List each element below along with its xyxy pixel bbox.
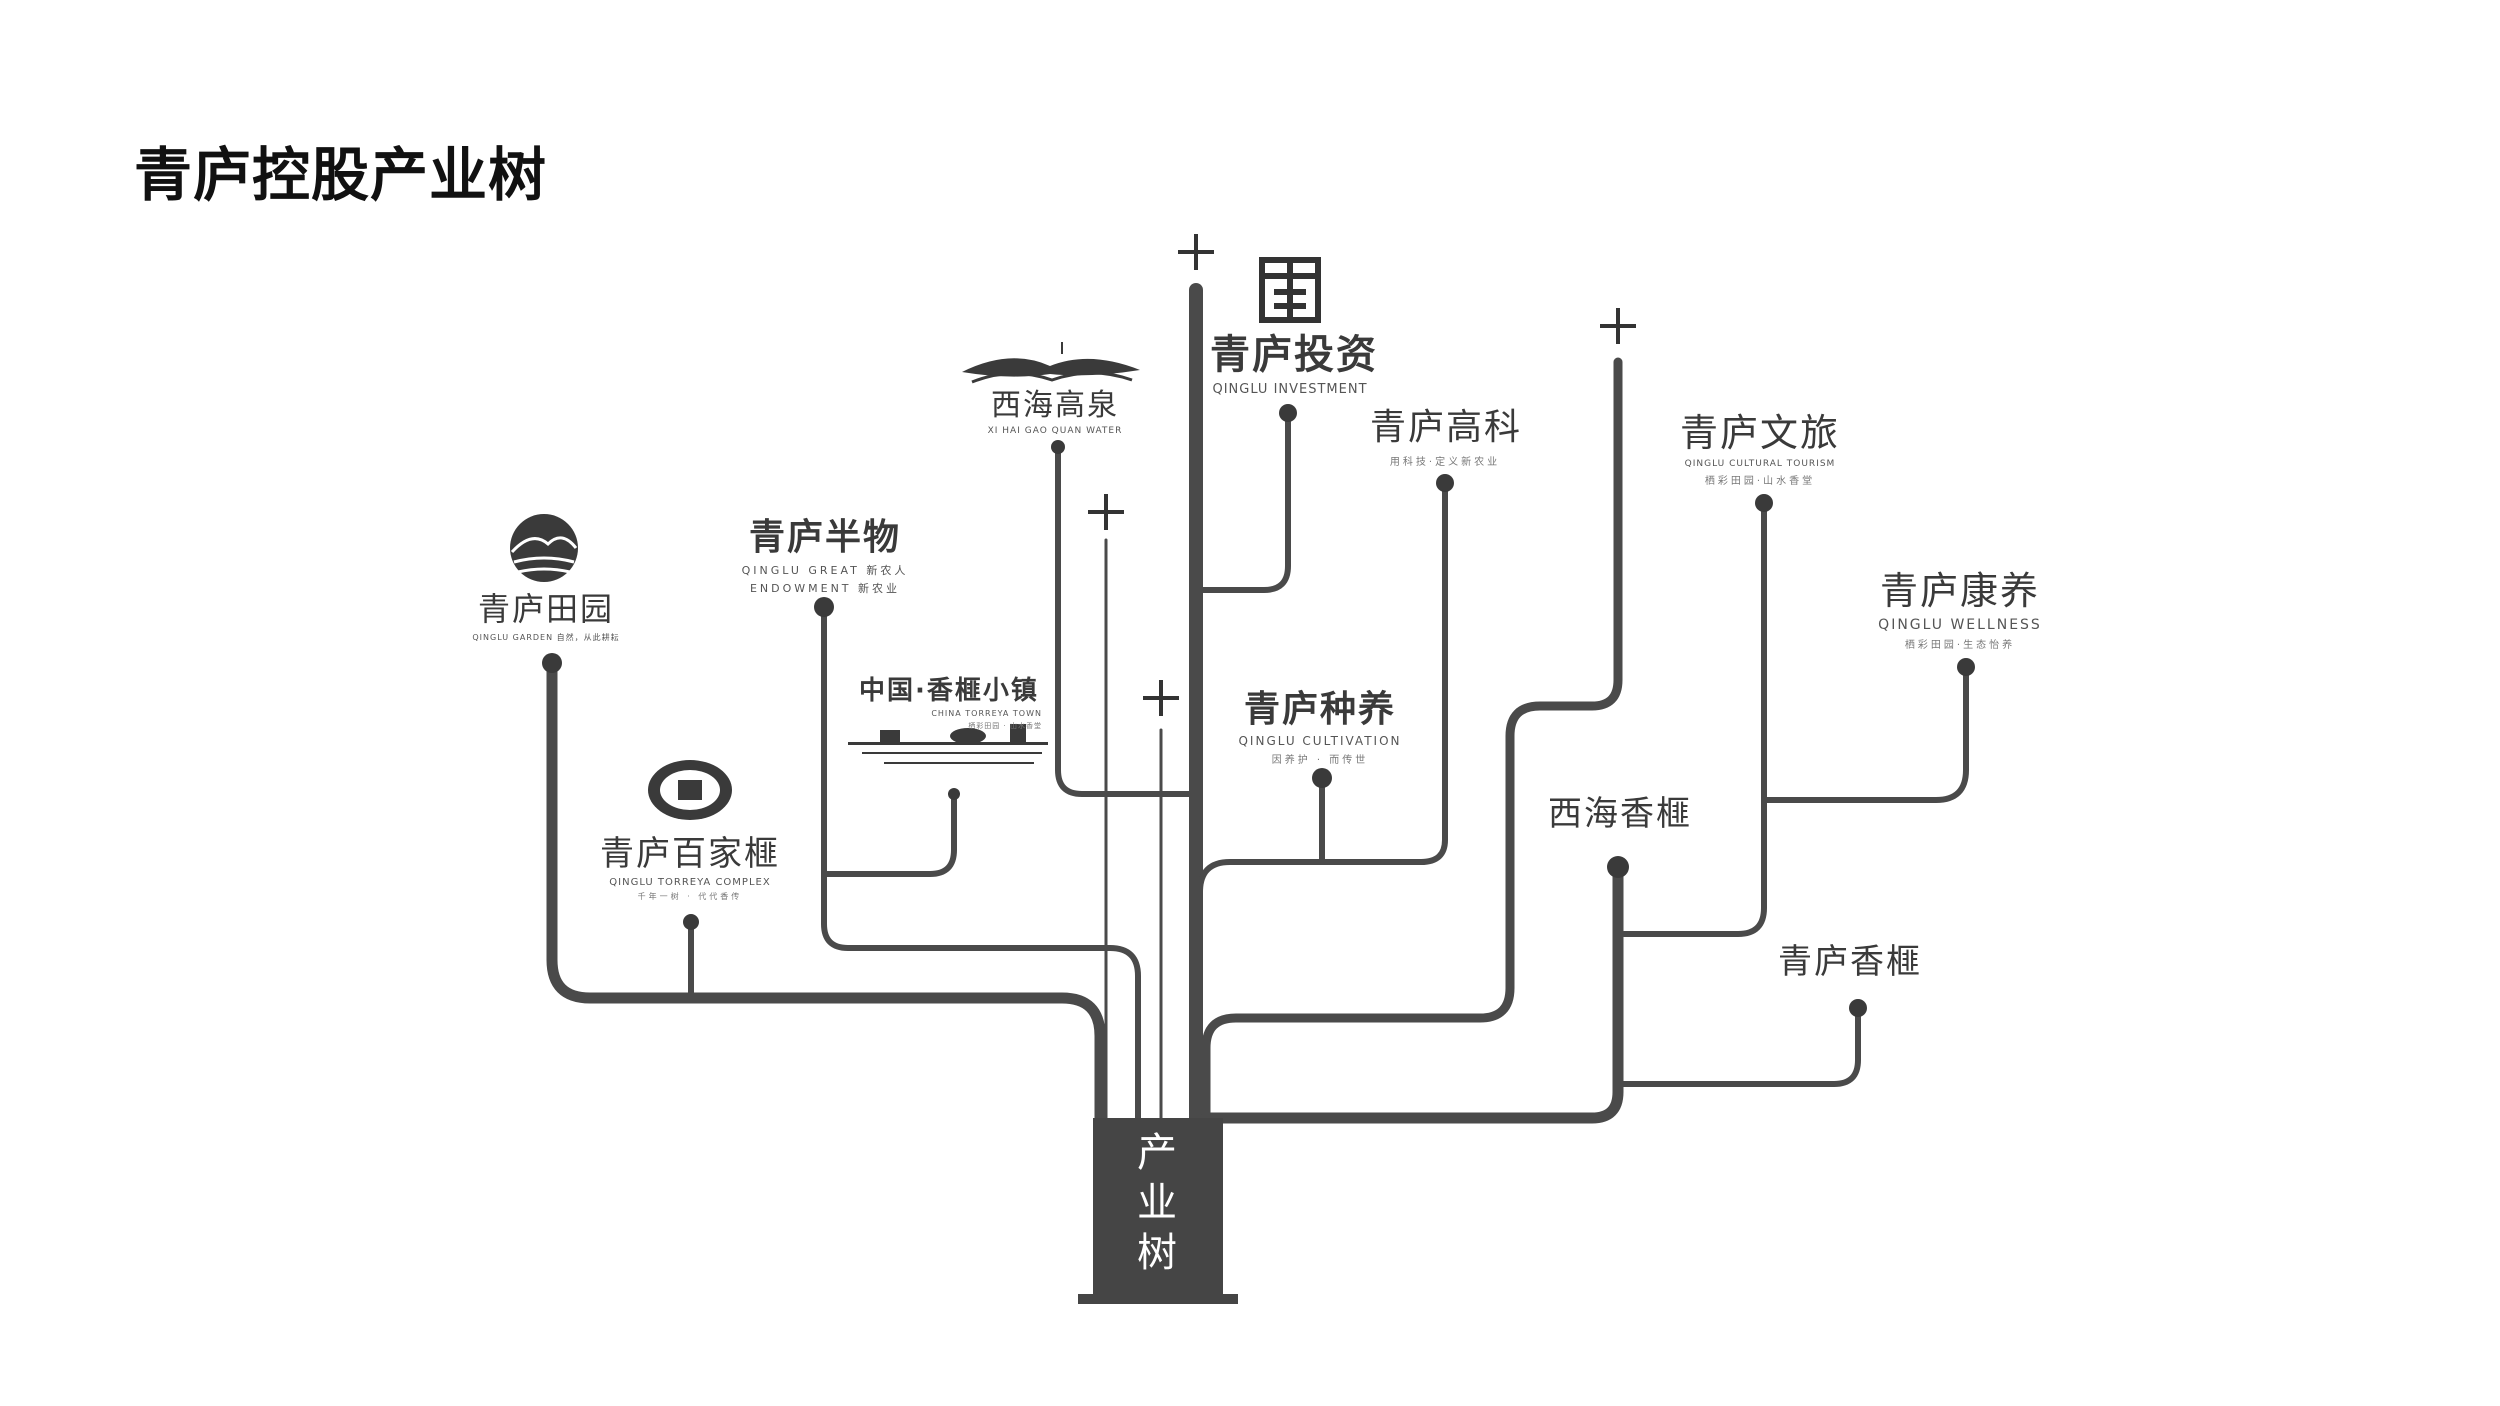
- brand-gaoke-sub: 用科技·定义新农业: [1389, 457, 1501, 468]
- brand-xiaozhen: 中国·香榧小镇 CHINA TORREYA TOWN 栖彩田园 · 山水香堂: [856, 670, 1042, 731]
- branch-kangyang: [1761, 664, 1969, 803]
- mountain-logo-icon: [510, 514, 578, 582]
- node-dot: [683, 914, 699, 930]
- branch-wenlv: [1621, 500, 1767, 937]
- brand-baijiafei-cn: 青庐百家榧: [600, 834, 780, 874]
- trunk-label: 产 业 树: [1097, 1128, 1217, 1278]
- node-dot: [542, 653, 562, 673]
- trunk-base-foot: [1078, 1294, 1238, 1304]
- trunk-char-2: 业: [1137, 1180, 1177, 1226]
- village-landscape-icon: [848, 724, 1048, 764]
- branch-investment: [1193, 410, 1291, 593]
- plus-icon-group: [1088, 234, 1636, 716]
- brand-baijiafei-en: QINGLU TORREYA COMPLEX: [609, 877, 771, 888]
- brand-xiaozhen-cn: 中国·香榧小镇: [859, 676, 1039, 706]
- brand-xihaifei-cn: 西海香榧: [1548, 794, 1692, 834]
- brand-gaoquan: 西海高泉 XI HAI GAO QUAN WATER: [980, 380, 1130, 436]
- brand-xiaozhen-en: CHINA TORREYA TOWN: [931, 709, 1042, 718]
- brand-kangyang: 青庐康养 QINGLU WELLNESS 栖彩田园·生态怡养: [1860, 560, 2060, 651]
- plus-icon: [1178, 234, 1214, 270]
- brand-zhongyang: 青庐种养 QINGLU CULTIVATION 因养护 · 而传世: [1225, 680, 1415, 766]
- node-dot: [1849, 999, 1867, 1017]
- branch-xihaifei: [1200, 861, 1624, 1124]
- branch-tianyuan: [546, 657, 1106, 1124]
- brand-xihaifei: 西海香榧: [1540, 786, 1700, 835]
- brand-qinglufei-cn: 青庐香榧: [1778, 942, 1922, 982]
- brand-wenlv: 青庐文旅 QINGLU CULTURAL TOURISM 栖彩田园·山水香堂: [1660, 402, 1860, 487]
- node-dot-group: [542, 404, 1975, 1017]
- brand-wuwu-en: QINGLU GREAT 新农人: [741, 564, 909, 577]
- plus-icon: [1143, 680, 1179, 716]
- trunk-base-box: [1093, 1118, 1223, 1300]
- brand-wuwu-en2: ENDOWMENT 新农业: [749, 582, 901, 595]
- trunk-char-3: 树: [1137, 1230, 1177, 1276]
- plus-icon: [1088, 494, 1124, 530]
- plus-icon: [1600, 308, 1636, 344]
- wave-logo-icon: [962, 342, 1140, 384]
- node-dot: [814, 597, 834, 617]
- node-dot: [948, 788, 960, 800]
- seal-logo-icon: [648, 760, 732, 820]
- node-dot: [1436, 474, 1454, 492]
- node-dot: [1051, 440, 1065, 454]
- brand-gaoquan-en: XI HAI GAO QUAN WATER: [987, 426, 1123, 436]
- brand-investment-en: QINGLU INVESTMENT: [1212, 382, 1368, 397]
- node-dot: [1312, 768, 1332, 788]
- brand-tianyuan-cn: 青庐田园: [477, 590, 614, 628]
- brand-kangyang-cn: 青庐康养: [1879, 569, 2040, 613]
- brand-xiaozhen-sub: 栖彩田园 · 山水香堂: [968, 722, 1042, 730]
- brand-baijiafei-sub: 千年一树 · 代代香传: [637, 892, 743, 901]
- brand-zhongyang-cn: 青庐种养: [1243, 689, 1396, 730]
- qinglu-frame-logo-icon: [1259, 257, 1321, 323]
- brand-gaoke-cn: 青庐高科: [1370, 407, 1523, 448]
- brand-wenlv-en: QINGLU CULTURAL TOURISM: [1684, 459, 1836, 469]
- branch-gaoke: [1197, 480, 1448, 895]
- branch-xiaozhen: [821, 791, 957, 877]
- brand-zhongyang-sub: 因养护 · 而传世: [1271, 755, 1369, 766]
- brand-wenlv-cn: 青庐文旅: [1679, 411, 1840, 455]
- node-dot: [1279, 404, 1297, 422]
- brand-investment: 青庐投资 QINGLU INVESTMENT: [1210, 322, 1378, 397]
- page-title: 青庐控股产业树: [134, 141, 548, 209]
- brand-kangyang-sub: 栖彩田园·生态怡养: [1904, 640, 2016, 651]
- brand-qinglufei: 青庐香榧: [1770, 934, 1930, 983]
- node-dot: [1607, 856, 1629, 878]
- brand-wenlv-sub: 栖彩田园·山水香堂: [1704, 476, 1816, 487]
- brand-wuwu: 青庐半物 QINGLU GREAT 新农人 ENDOWMENT 新农业: [730, 508, 920, 596]
- brand-wuwu-cn: 青庐半物: [748, 517, 901, 558]
- brand-baijiafei: 青庐百家榧 QINGLU TORREYA COMPLEX 千年一树 · 代代香传: [590, 826, 790, 902]
- branch-qinglufei: [1619, 1005, 1861, 1087]
- node-dot: [1755, 494, 1773, 512]
- branch-gaoquan: [1055, 444, 1193, 797]
- brand-investment-cn: 青庐投资: [1210, 332, 1378, 378]
- brand-tianyuan-en: QINGLU GARDEN 自然，从此耕耘: [472, 633, 620, 642]
- brand-gaoke: 青庐高科 用科技·定义新农业: [1370, 398, 1520, 468]
- trunk-char-1: 产: [1137, 1130, 1177, 1176]
- node-dot: [1957, 658, 1975, 676]
- brand-kangyang-en: QINGLU WELLNESS: [1878, 617, 2042, 633]
- branch-right-tall: [1201, 357, 1623, 1123]
- branch-wuwu: [821, 604, 1141, 1121]
- brand-gaoquan-cn: 西海高泉: [991, 388, 1119, 423]
- brand-tianyuan: 青庐田园 QINGLU GARDEN 自然，从此耕耘: [466, 584, 626, 643]
- brand-zhongyang-en: QINGLU CULTIVATION: [1238, 734, 1402, 748]
